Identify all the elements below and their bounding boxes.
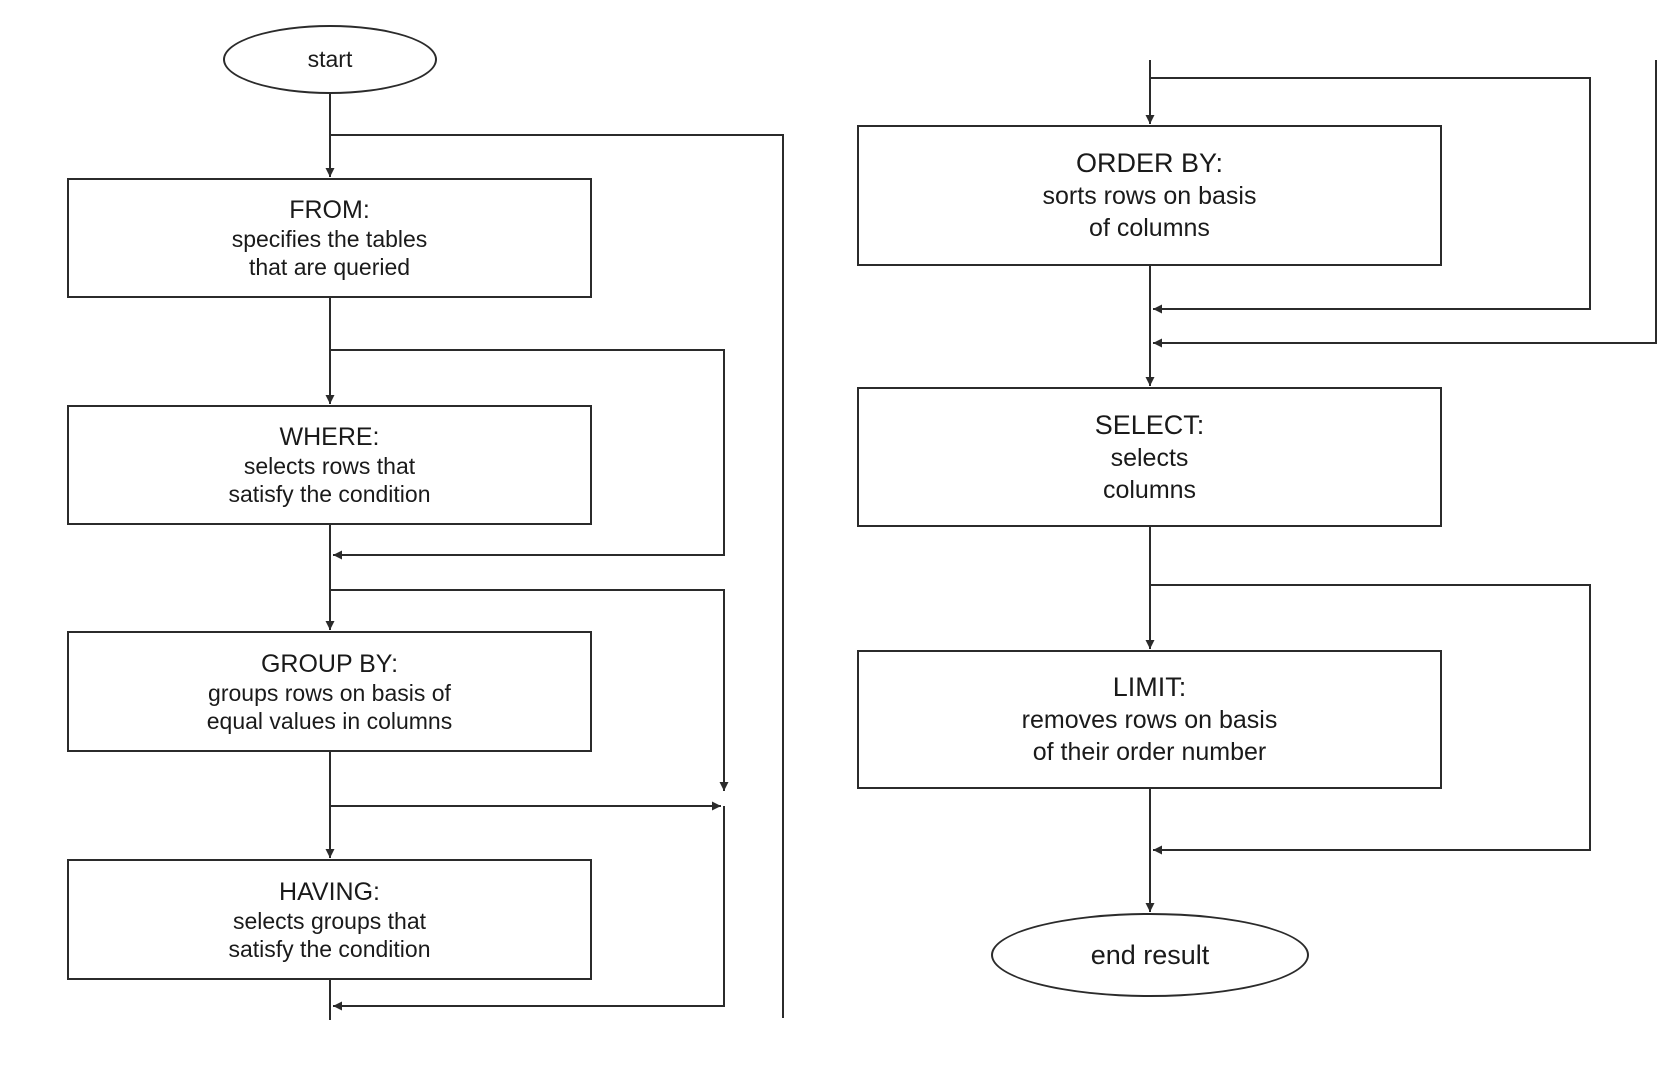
connector-where-bypass — [330, 349, 725, 560]
having-description-line-2: satisfy the condition — [228, 935, 431, 962]
from-description-line-1: specifies the tables — [231, 226, 428, 252]
limit-description-line-1: removes rows on basis — [1021, 706, 1278, 734]
connector-having-bypass-return — [333, 806, 725, 1011]
start-label: start — [307, 46, 353, 72]
from-description-line-2: that are queried — [248, 254, 411, 280]
connector-order-bypass — [1150, 77, 1591, 314]
group-by-keyword: GROUP BY: — [260, 649, 399, 678]
where-description-line-2: satisfy the condition — [228, 481, 431, 507]
connector-group-bypass — [330, 589, 729, 791]
limit-description-line-2: of their order number — [1032, 738, 1267, 766]
select-description-line-2: columns — [1102, 475, 1197, 504]
from-keyword: FROM: — [289, 196, 370, 224]
select-keyword: SELECT: — [1094, 409, 1205, 440]
from-clause-box: FROM: specifies the tables that are quer… — [67, 178, 592, 298]
limit-keyword: LIMIT: — [1112, 672, 1187, 702]
group-by-description-line-2: equal values in columns — [206, 707, 453, 734]
order-by-description-line-1: sorts rows on basis — [1042, 182, 1257, 210]
where-keyword: WHERE: — [279, 423, 380, 451]
order-by-keyword: ORDER BY: — [1075, 148, 1224, 178]
having-keyword: HAVING: — [279, 877, 380, 906]
end-node: end result — [991, 913, 1309, 997]
end-label: end result — [1090, 939, 1210, 970]
group-by-description-line-1: groups rows on basis of — [208, 679, 451, 706]
start-node: start — [223, 25, 437, 94]
connector-bypass-all-right — [1153, 60, 1657, 348]
where-clause-box: WHERE: selects rows that satisfy the con… — [67, 405, 592, 525]
group-by-clause-box: GROUP BY: groups rows on basis of equal … — [67, 631, 592, 752]
order-by-description-line-2: of columns — [1089, 214, 1210, 242]
having-clause-box: HAVING: selects groups that satisfy the … — [67, 859, 592, 980]
select-description-line-1: selects — [1110, 443, 1189, 472]
order-by-clause-box: ORDER BY: sorts rows on basis of columns — [857, 125, 1442, 266]
having-description-line-1: selects groups that — [232, 907, 427, 934]
where-description-line-1: selects rows that — [243, 453, 416, 479]
limit-clause-box: LIMIT: removes rows on basis of their or… — [857, 650, 1442, 789]
select-clause-box: SELECT: selects columns — [857, 387, 1442, 527]
connector-limit-bypass — [1150, 584, 1591, 855]
connector-bypass-all-left — [330, 134, 784, 1018]
